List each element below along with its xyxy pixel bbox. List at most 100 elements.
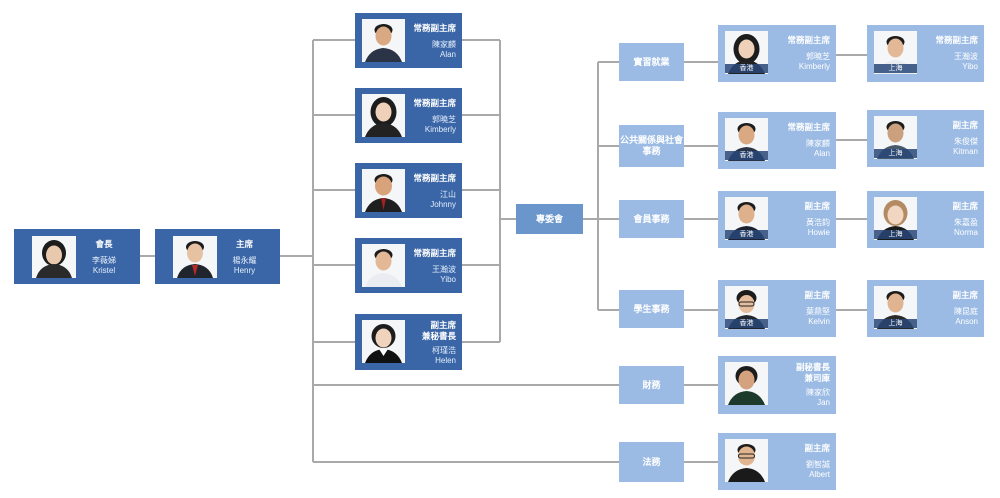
sh-lead-card[interactable]: 上海 副主席 朱俊傑 Kitman xyxy=(867,110,984,167)
chairman-title: 主席 xyxy=(235,239,253,249)
legal-lead-name: 劉智誠 xyxy=(806,460,830,469)
location-tag: 上海 xyxy=(874,64,917,73)
sh-lead-name: 朱俊傑 xyxy=(954,137,978,146)
vice-chair-name: 陳家麟 xyxy=(432,40,456,49)
sh-lead-title: 副主席 xyxy=(952,120,978,130)
vice-chair-english: Yibo xyxy=(440,275,456,284)
sh-lead-english: Yibo xyxy=(962,62,978,71)
president-english: Kristel xyxy=(92,266,116,275)
vice-chair-title: 常務副主席 xyxy=(413,248,456,258)
location-tag: 香港 xyxy=(725,151,768,160)
person-photo-icon xyxy=(173,236,217,278)
person-photo-icon: 香港 xyxy=(725,118,768,161)
person-photo-icon xyxy=(362,169,405,212)
sh-lead-english: Norma xyxy=(953,228,978,237)
vice-chair-name: 王瀚波 xyxy=(432,265,456,274)
hk-lead-name: 郭曉芝 xyxy=(806,52,830,61)
person-photo-icon: 上海 xyxy=(874,197,917,240)
sh-lead-title: 常務副主席 xyxy=(935,35,978,45)
vice-chair-card[interactable]: 副主席 兼秘書長 柯瑾浩 Helen xyxy=(355,314,462,370)
location-tag: 香港 xyxy=(725,64,768,73)
hk-lead-title: 常務副主席 xyxy=(787,122,830,132)
person-photo-icon xyxy=(362,244,405,287)
vice-chair-title: 副主席 兼秘書長 xyxy=(421,320,456,341)
hk-lead-title: 副主席 xyxy=(804,201,830,211)
vice-chair-card[interactable]: 常務副主席 陳家麟 Alan xyxy=(355,13,462,68)
vice-chair-english: Helen xyxy=(435,356,456,365)
chairman-english: Henry xyxy=(233,266,256,275)
person-photo-icon xyxy=(725,362,768,405)
person-photo-icon: 上海 xyxy=(874,286,917,329)
chairman-name: 楊永耀 xyxy=(232,256,257,265)
sh-lead-title: 副主席 xyxy=(952,290,978,300)
sh-lead-card[interactable]: 上海 常務副主席 王瀚波 Yibo xyxy=(867,25,984,82)
vice-chair-card[interactable]: 常務副主席 郭曉芝 Kimberly xyxy=(355,88,462,143)
vice-chair-name: 江山 xyxy=(440,190,456,199)
person-photo-icon xyxy=(362,94,405,137)
person-photo-icon: 香港 xyxy=(725,197,768,240)
hk-lead-card[interactable]: 香港 常務副主席 郭曉芝 Kimberly xyxy=(718,25,836,82)
vice-chair-title: 常務副主席 xyxy=(413,173,456,183)
sh-lead-card[interactable]: 上海 副主席 朱嘉盈 Norma xyxy=(867,191,984,248)
committee-box[interactable]: 專委會 xyxy=(516,204,583,234)
hk-lead-english: Alan xyxy=(813,149,830,158)
vice-chair-card[interactable]: 常務副主席 王瀚波 Yibo xyxy=(355,238,462,293)
vice-chair-english: Johnny xyxy=(430,200,456,209)
vice-chair-english: Kimberly xyxy=(424,125,456,134)
finance-lead-name: 陳家欣 xyxy=(806,388,830,397)
president-card[interactable]: 會長 李薇娣 Kristel xyxy=(14,229,140,284)
hk-lead-name: 葉鼎堅 xyxy=(806,307,830,316)
vice-chair-card[interactable]: 常務副主席 江山 Johnny xyxy=(355,163,462,218)
hk-lead-english: Kelvin xyxy=(808,317,830,326)
vice-chair-english: Alan xyxy=(439,50,456,59)
hk-lead-english: Howie xyxy=(807,228,830,237)
sh-lead-english: Kitman xyxy=(953,147,978,156)
sh-lead-title: 副主席 xyxy=(952,201,978,211)
vice-chair-title: 常務副主席 xyxy=(413,23,456,33)
location-tag: 香港 xyxy=(725,230,768,239)
location-tag: 上海 xyxy=(874,149,917,158)
department-finance[interactable]: 財務 xyxy=(619,366,684,404)
person-photo-icon xyxy=(362,19,405,62)
hk-lead-card[interactable]: 香港 副主席 黃浩鈞 Howie xyxy=(718,191,836,248)
person-photo-icon: 上海 xyxy=(874,31,917,74)
department-public-relations[interactable]: 公共關係與社會 事務 xyxy=(619,125,684,167)
vice-chair-title: 常務副主席 xyxy=(413,98,456,108)
hk-lead-name: 黃浩鈞 xyxy=(806,218,830,227)
person-photo-icon xyxy=(725,439,768,482)
vice-chair-name: 柯瑾浩 xyxy=(432,346,456,355)
finance-lead-english: Jan xyxy=(817,398,830,407)
legal-lead-card[interactable]: 副主席 劉智誠 Albert xyxy=(718,433,836,490)
department-internship[interactable]: 實習就業 xyxy=(619,43,684,81)
department-legal[interactable]: 法務 xyxy=(619,442,684,482)
person-photo-icon xyxy=(362,320,405,363)
finance-lead-card[interactable]: 副秘書長 兼司庫 陳家欣 Jan xyxy=(718,356,836,414)
vice-chair-name: 郭曉芝 xyxy=(432,115,456,124)
president-name: 李薇娣 xyxy=(92,256,116,265)
legal-lead-english: Albert xyxy=(809,470,830,479)
legal-lead-title: 副主席 xyxy=(804,443,830,453)
location-tag: 上海 xyxy=(874,230,917,239)
department-membership[interactable]: 會員事務 xyxy=(619,200,684,238)
sh-lead-name: 陳昆庭 xyxy=(954,307,978,316)
president-title: 會長 xyxy=(95,239,113,249)
hk-lead-english: Kimberly xyxy=(798,62,830,71)
person-photo-icon: 香港 xyxy=(725,31,768,74)
location-tag: 上海 xyxy=(874,319,917,328)
sh-lead-card[interactable]: 上海 副主席 陳昆庭 Anson xyxy=(867,280,984,337)
hk-lead-title: 副主席 xyxy=(804,290,830,300)
hk-lead-title: 常務副主席 xyxy=(787,35,830,45)
sh-lead-name: 朱嘉盈 xyxy=(954,218,978,227)
chairman-card[interactable]: 主席 楊永耀 Henry xyxy=(155,229,280,284)
person-photo-icon: 上海 xyxy=(874,116,917,159)
department-student-affairs[interactable]: 學生事務 xyxy=(619,290,684,328)
hk-lead-card[interactable]: 香港 副主席 葉鼎堅 Kelvin xyxy=(718,280,836,337)
person-photo-icon xyxy=(32,236,76,278)
sh-lead-english: Anson xyxy=(955,317,978,326)
person-photo-icon: 香港 xyxy=(725,286,768,329)
finance-lead-title: 副秘書長 兼司庫 xyxy=(795,362,830,383)
location-tag: 香港 xyxy=(725,319,768,328)
sh-lead-name: 王瀚波 xyxy=(954,52,978,61)
hk-lead-card[interactable]: 香港 常務副主席 陳家麟 Alan xyxy=(718,112,836,169)
